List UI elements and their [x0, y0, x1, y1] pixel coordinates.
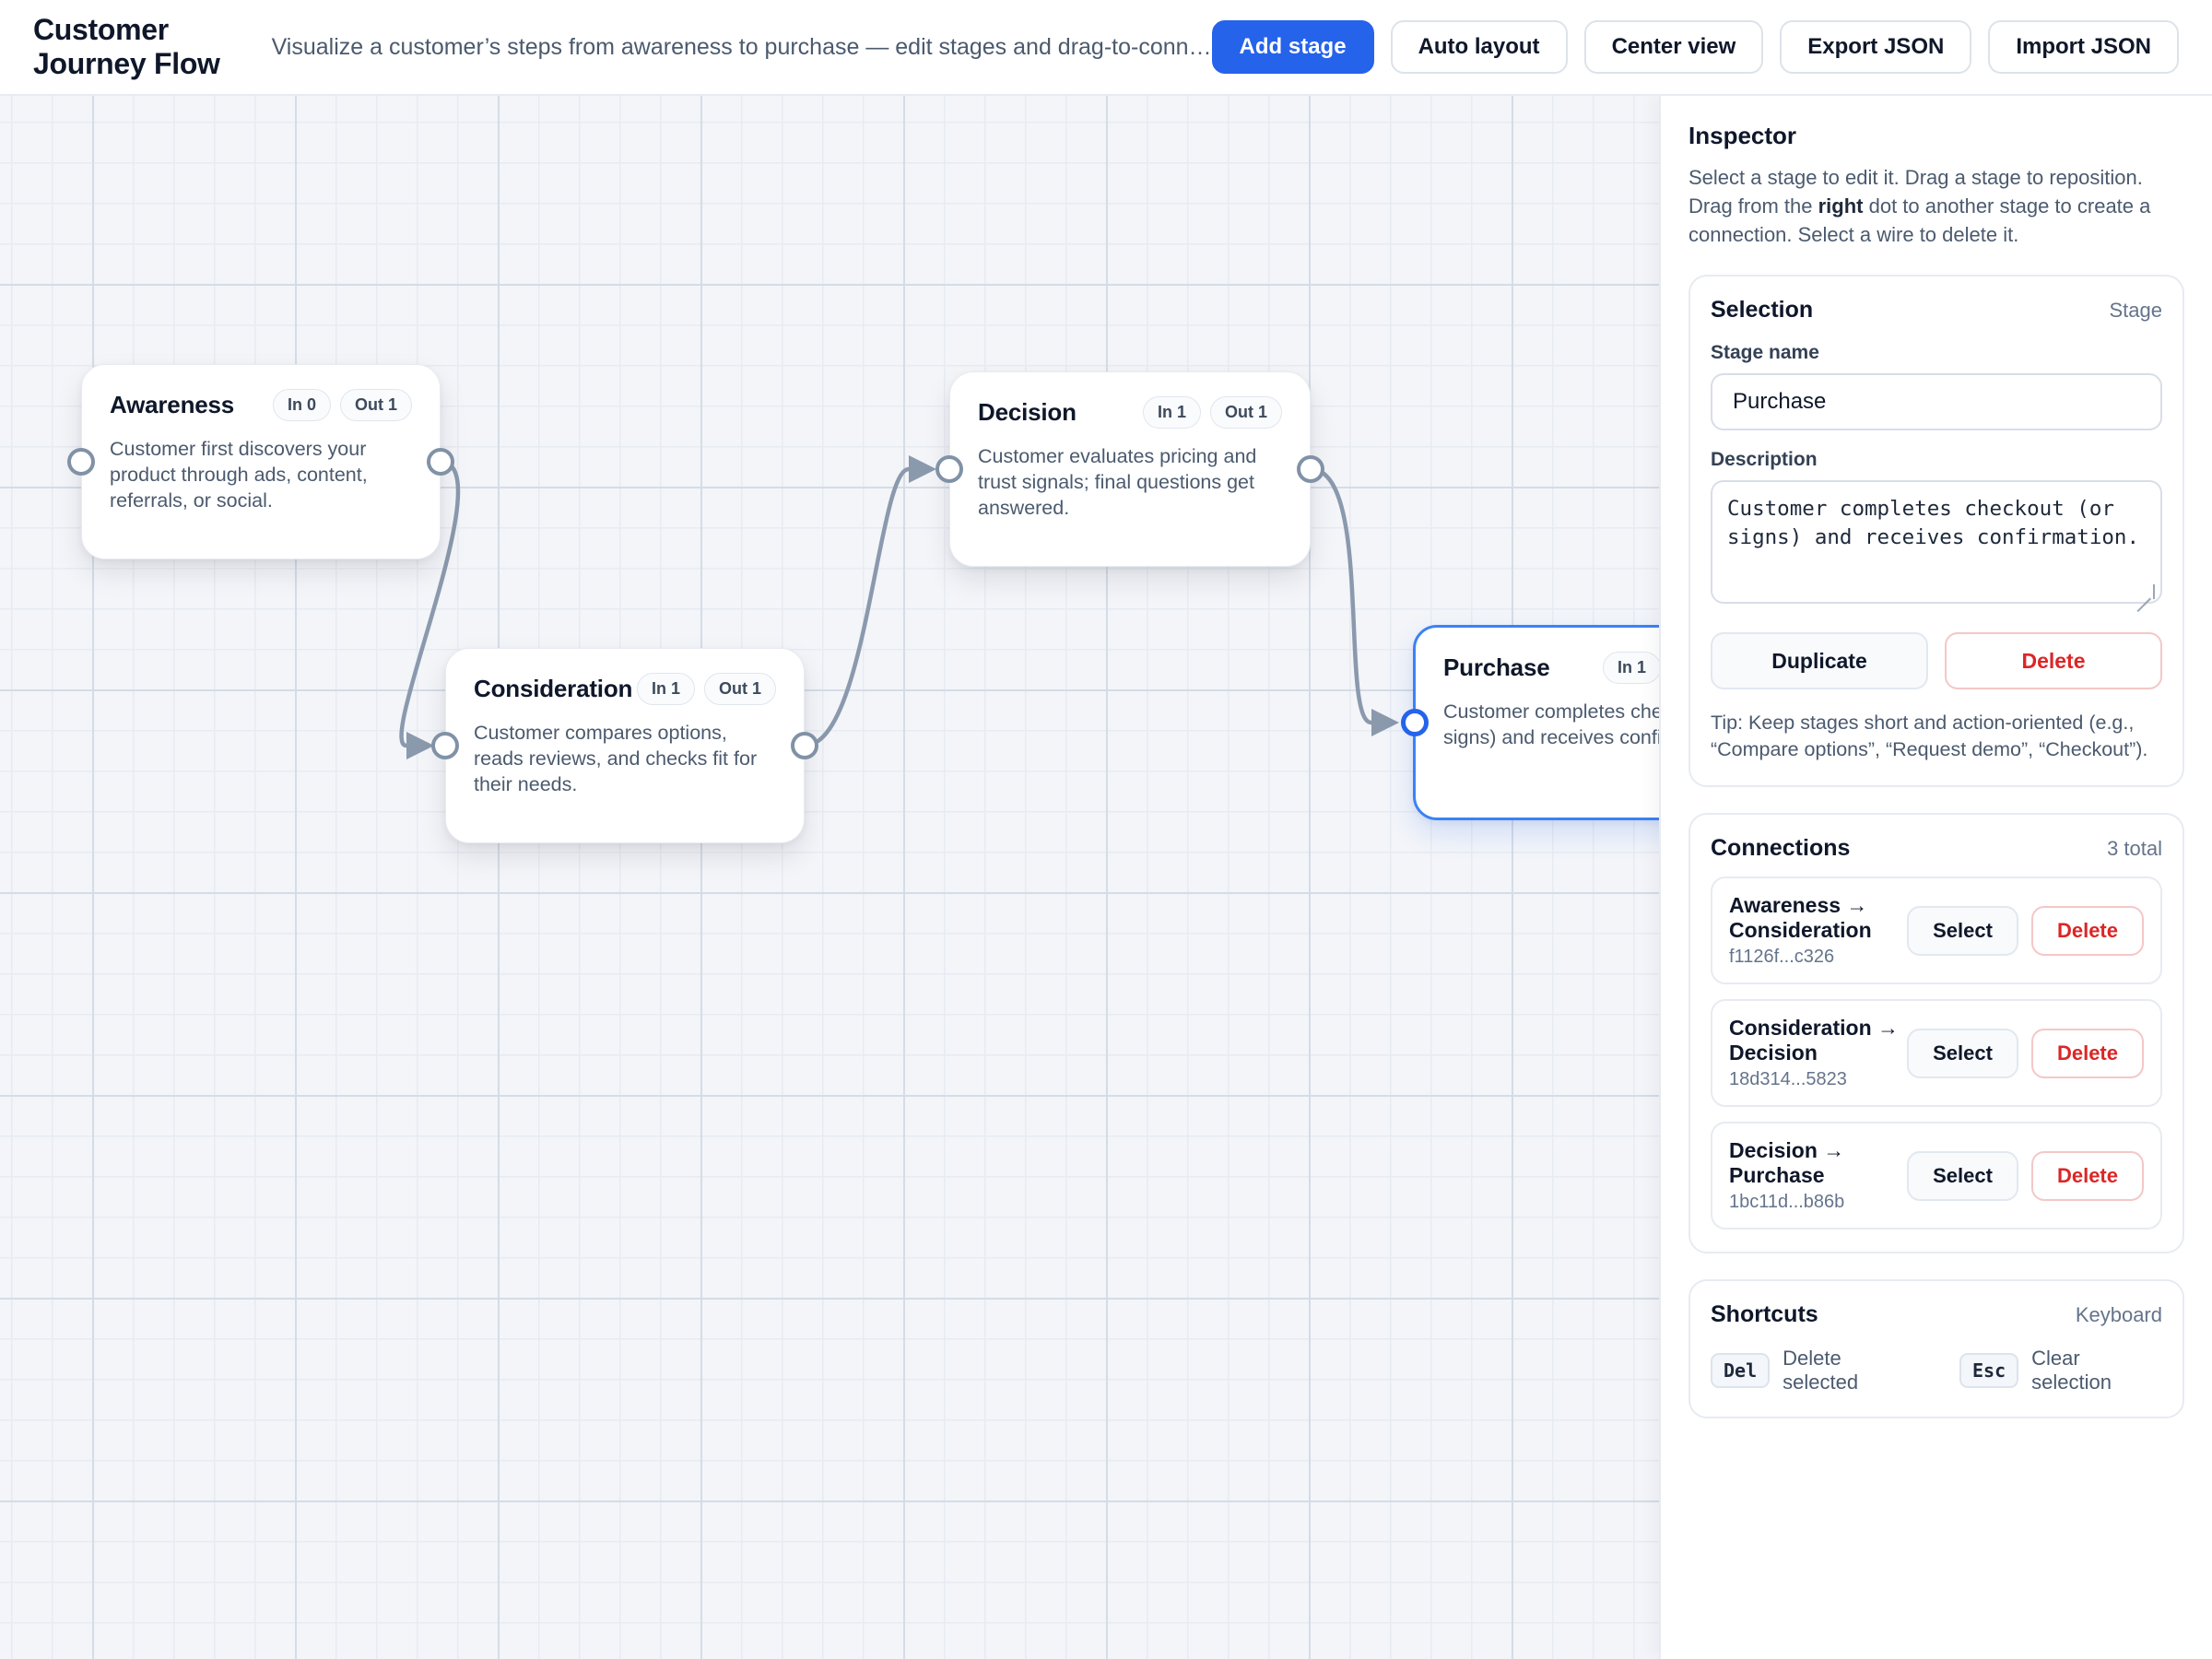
resize-handle-icon[interactable] [2140, 584, 2155, 599]
stage-name-label: Stage name [1711, 342, 1819, 363]
input-port[interactable] [431, 732, 459, 759]
connection-info: Awareness → Consideration f1126f...c326 [1729, 893, 1907, 968]
stage-node-consideration[interactable]: Consideration In 1 Out 1 Customer compar… [431, 648, 818, 843]
output-port[interactable] [427, 448, 454, 476]
in-count-badge: In 1 [1602, 652, 1661, 684]
help-text-pre: Select a stage to edit it. Drag a stage … [1688, 166, 2143, 218]
duplicate-button[interactable]: Duplicate [1711, 632, 1928, 689]
stage-description: Customer evaluates pricing and trust sig… [978, 445, 1257, 519]
stage-title: Decision [978, 398, 1077, 426]
in-count-badge: In 1 [636, 673, 695, 705]
stage-description: Customer compares options, reads reviews… [474, 722, 758, 795]
select-connection-button[interactable]: Select [1907, 905, 2018, 956]
stage-badges: In 1 Out 1 [1142, 396, 1282, 429]
stage-title: Consideration [474, 675, 633, 702]
arrowhead-decision-purchase [1371, 709, 1399, 736]
delete-stage-button[interactable]: Delete [1945, 632, 2162, 689]
connection-id: 18d314...5823 [1729, 1069, 1847, 1089]
connection-info: Consideration → Decision 18d314...5823 [1729, 1016, 1907, 1090]
out-count-badge: Out 1 [339, 389, 412, 421]
connection-row: Decision → Purchase 1bc11d...b86b Select… [1711, 1122, 2162, 1230]
connection-id: f1126f...c326 [1729, 947, 1835, 967]
import-json-button[interactable]: Import JSON [1988, 20, 2179, 74]
connections-card-header: Connections 3 total [1711, 835, 2162, 862]
wires-layer [399, 455, 1399, 759]
description-field: Customer completes checkout (or signs) a… [1711, 480, 2162, 608]
add-stage-button[interactable]: Add stage [1211, 20, 1374, 74]
wire-awareness-consideration[interactable] [399, 459, 461, 748]
connection-label: Awareness → Consideration [1729, 893, 1872, 942]
shortcuts-card-header: Shortcuts Keyboard [1711, 1301, 2162, 1328]
input-port[interactable] [935, 455, 963, 483]
connections-card: Connections 3 total Awareness → Consider… [1688, 813, 2184, 1253]
header-actions: Add stage Auto layout Center view Export… [1211, 20, 2179, 74]
selection-actions: Duplicate Delete [1711, 632, 2162, 689]
out-count-badge: Out 1 [703, 673, 776, 705]
app-header: Customer Journey Flow Visualize a custom… [0, 0, 2212, 96]
output-port[interactable] [1297, 455, 1324, 483]
shortcuts-row: Del Delete selected Esc Clear selection [1711, 1347, 2162, 1394]
arrowhead-awareness-consideration [406, 732, 434, 759]
delete-connection-button[interactable]: Delete [2030, 1028, 2144, 1078]
description-label: Description [1711, 449, 1818, 470]
stage-node-awareness[interactable]: Awareness In 0 Out 1 Customer first disc… [67, 364, 454, 559]
stage-name-input[interactable] [1711, 373, 2162, 430]
stage-node-decision[interactable]: Decision In 1 Out 1 Customer evaluates p… [935, 371, 1324, 567]
stage-badges: In 1 Out 1 [636, 673, 776, 705]
select-connection-button[interactable]: Select [1907, 1150, 2018, 1201]
select-connection-button[interactable]: Select [1907, 1028, 2018, 1078]
help-text-bold: right [1818, 194, 1864, 218]
stage-description: Customer first discovers your product th… [110, 438, 368, 512]
connection-label: Decision → Purchase [1729, 1138, 1845, 1187]
shortcut-label: Clear selection [2031, 1347, 2112, 1394]
selection-type-badge: Stage [2109, 299, 2163, 322]
export-json-button[interactable]: Export JSON [1780, 20, 1972, 74]
delete-connection-button[interactable]: Delete [2030, 905, 2144, 956]
page-subtitle: Visualize a customer’s steps from awaren… [271, 33, 1212, 60]
connections-title: Connections [1711, 835, 1851, 861]
inspector-help-text: Select a stage to edit it. Drag a stage … [1688, 163, 2184, 249]
shortcuts-card: Shortcuts Keyboard Del Delete selected E… [1688, 1279, 2184, 1418]
wire-decision-purchase[interactable] [1308, 466, 1374, 725]
selection-title: Selection [1711, 297, 1814, 323]
connection-label: Consideration → Decision [1729, 1016, 1900, 1065]
selection-tip: Tip: Keep stages short and action-orient… [1711, 712, 2148, 760]
connection-id: 1bc11d...b86b [1729, 1192, 1845, 1212]
stage-node-header: Decision In 1 Out 1 [978, 396, 1282, 429]
shortcuts-title: Shortcuts [1711, 1301, 1818, 1327]
description-textarea[interactable]: Customer completes checkout (or signs) a… [1711, 480, 2162, 604]
page-title: Customer Journey Flow [33, 13, 220, 80]
esc-keycap: Esc [1959, 1353, 2019, 1388]
inspector-title: Inspector [1688, 122, 1797, 149]
out-count-badge: Out 1 [1209, 396, 1282, 429]
shortcuts-badge: Keyboard [2075, 1303, 2162, 1326]
stage-badges: In 0 Out 1 [272, 389, 412, 421]
center-view-button[interactable]: Center view [1583, 20, 1764, 74]
stage-node-header: Awareness In 0 Out 1 [110, 389, 412, 421]
arrowhead-consideration-decision [909, 455, 936, 483]
stage-title: Awareness [110, 391, 235, 418]
connection-info: Decision → Purchase 1bc11d...b86b [1729, 1138, 1907, 1213]
selection-card-header: Selection Stage [1711, 297, 2162, 324]
delete-connection-button[interactable]: Delete [2030, 1150, 2144, 1201]
wire-consideration-decision[interactable] [802, 466, 912, 748]
stage-title: Purchase [1443, 653, 1550, 681]
selection-card: Selection Stage Stage name Description C… [1688, 275, 2184, 787]
in-count-badge: In 1 [1142, 396, 1201, 429]
auto-layout-button[interactable]: Auto layout [1390, 20, 1568, 74]
shortcut-label: Delete selected [1783, 1347, 1859, 1394]
connections-total: 3 total [2107, 837, 2162, 860]
output-port[interactable] [791, 732, 818, 759]
connection-row: Consideration → Decision 18d314...5823 S… [1711, 999, 2162, 1107]
input-port[interactable] [1401, 709, 1429, 736]
inspector-panel: Inspector Select a stage to edit it. Dra… [1659, 96, 2212, 1659]
stage-node-header: Consideration In 1 Out 1 [474, 673, 776, 705]
del-keycap: Del [1711, 1353, 1771, 1388]
input-port[interactable] [67, 448, 95, 476]
in-count-badge: In 0 [272, 389, 331, 421]
help-text-post: dot to another stage to create a connect… [1688, 194, 2151, 246]
connection-row: Awareness → Consideration f1126f...c326 … [1711, 877, 2162, 984]
